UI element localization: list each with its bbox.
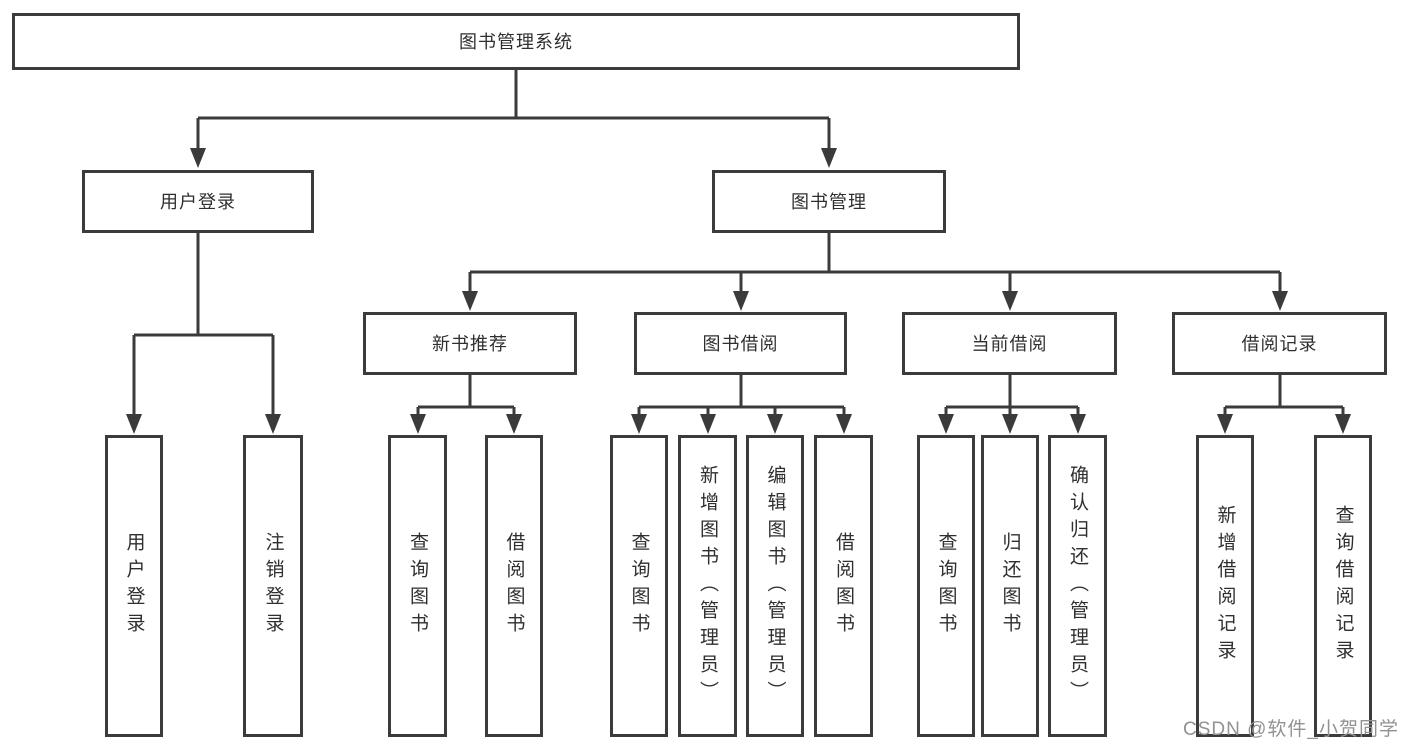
leaf-borrow-book: 借阅图书 [814, 435, 873, 737]
arrowhead [190, 148, 206, 168]
leaf-add-book-admin: 新增图书（管理员） [678, 435, 737, 737]
node-book-management-label: 图书管理 [791, 191, 867, 212]
leaf-borrow-book-label: 借阅图书 [833, 532, 854, 640]
arrowhead [631, 414, 647, 434]
leaf-current-query-book: 查询图书 [917, 435, 975, 737]
arrowhead [506, 414, 522, 434]
node-new-book-recommend-label: 新书推荐 [432, 333, 508, 354]
leaf-recommend-borrow-book: 借阅图书 [485, 435, 543, 737]
connector-newbookrec-to-children [416, 375, 516, 418]
leaf-user-login: 用户登录 [105, 435, 163, 737]
connector-bookborrow-to-children [637, 375, 846, 418]
arrowhead [462, 291, 478, 311]
leaf-current-query-book-label: 查询图书 [935, 532, 957, 640]
node-current-borrow-label: 当前借阅 [971, 333, 1048, 354]
leaf-recommend-query-book: 查询图书 [388, 435, 447, 737]
leaf-user-login-label: 用户登录 [123, 532, 145, 640]
connector-borrowrecords-to-children [1223, 375, 1345, 418]
node-current-borrow: 当前借阅 [902, 312, 1117, 375]
node-borrow-records-label: 借阅记录 [1241, 333, 1318, 354]
leaf-edit-book-admin-label: 编辑图书（管理员） [764, 464, 786, 708]
arrowhead [1272, 291, 1288, 311]
node-book-borrow-label: 图书借阅 [702, 333, 779, 354]
leaf-query-borrow-record-label: 查询借阅记录 [1332, 505, 1354, 667]
leaf-recommend-borrow-book-label: 借阅图书 [503, 532, 525, 640]
node-book-borrow: 图书借阅 [634, 312, 847, 375]
leaf-edit-book-admin: 编辑图书（管理员） [746, 435, 804, 737]
arrowhead [733, 291, 749, 311]
arrowhead [836, 414, 852, 434]
node-book-management: 图书管理 [712, 170, 946, 233]
node-root: 图书管理系统 [12, 13, 1020, 70]
leaf-query-borrow-record: 查询借阅记录 [1314, 435, 1372, 737]
arrowhead [767, 414, 783, 434]
leaf-confirm-return-admin-label: 确认归还（管理员） [1067, 464, 1088, 708]
leaf-logout: 注销登录 [243, 435, 303, 737]
node-root-label: 图书管理系统 [459, 31, 573, 52]
leaf-confirm-return-admin: 确认归还（管理员） [1048, 435, 1107, 737]
arrowhead [938, 414, 954, 434]
connector-bookmgmt-to-level3 [468, 233, 1282, 295]
leaf-add-borrow-record: 新增借阅记录 [1196, 435, 1254, 737]
connector-currentborrow-to-children [944, 375, 1080, 418]
leaf-recommend-query-book-label: 查询图书 [407, 532, 428, 640]
leaf-add-book-admin-label: 新增图书（管理员） [697, 464, 718, 708]
leaf-logout-label: 注销登录 [262, 532, 284, 640]
node-user-login: 用户登录 [82, 170, 314, 233]
arrowhead [1217, 414, 1233, 434]
arrowhead [1335, 414, 1351, 434]
leaf-return-book: 归还图书 [981, 435, 1039, 737]
arrowhead [126, 414, 142, 434]
node-user-login-label: 用户登录 [160, 191, 236, 212]
node-borrow-records: 借阅记录 [1172, 312, 1387, 375]
leaf-return-book-label: 归还图书 [999, 532, 1021, 640]
connector-userlogin-to-children [132, 233, 275, 418]
arrowhead [1002, 414, 1018, 434]
arrowhead [821, 148, 837, 168]
node-new-book-recommend: 新书推荐 [363, 312, 577, 375]
arrowhead [1070, 414, 1086, 434]
arrowhead [700, 414, 716, 434]
arrowhead [1002, 291, 1018, 311]
leaf-borrow-query-book-label: 查询图书 [628, 532, 650, 640]
arrowhead [265, 414, 281, 434]
connector-root-to-level2 [196, 70, 831, 152]
leaf-add-borrow-record-label: 新增借阅记录 [1214, 505, 1236, 667]
csdn-watermark: CSDN @软件_小贺同学 [1183, 719, 1399, 740]
leaf-borrow-query-book: 查询图书 [610, 435, 668, 737]
arrowhead [410, 414, 426, 434]
